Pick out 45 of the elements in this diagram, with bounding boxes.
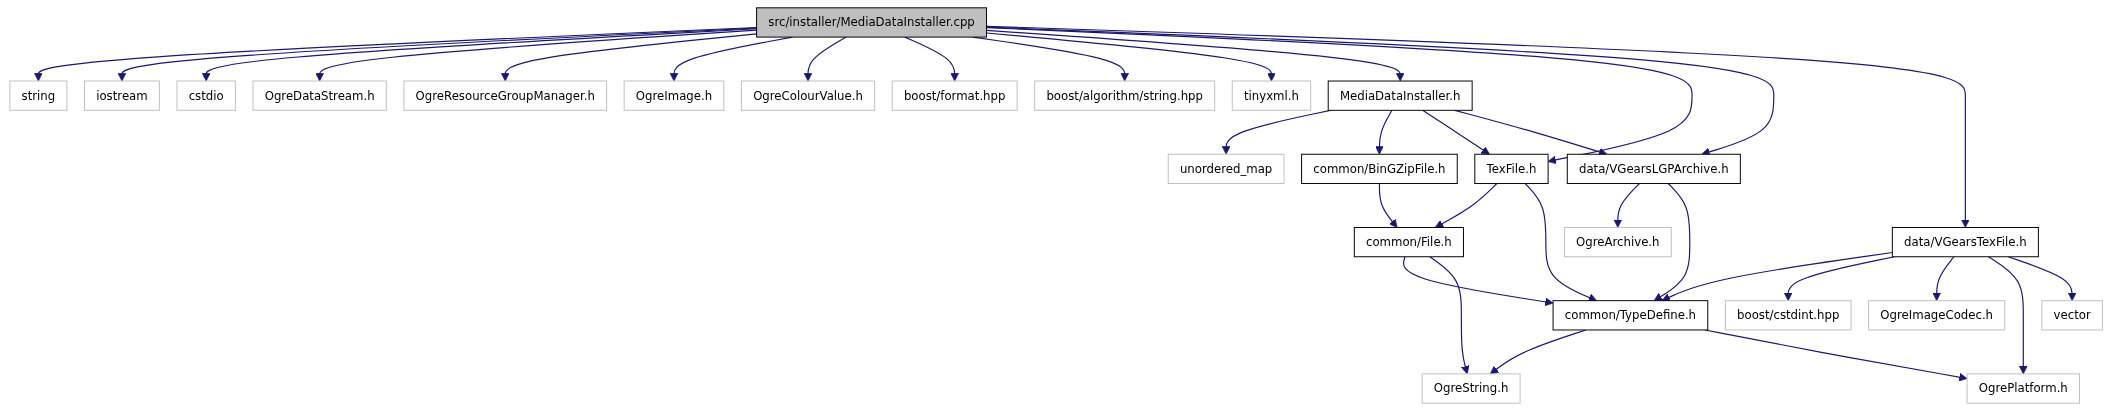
arrow	[986, 29, 1405, 82]
arrow	[501, 33, 758, 82]
arrow	[315, 29, 758, 82]
node-box: src/installer/MediaDataInstaller.cpp	[756, 7, 988, 38]
arrow	[986, 32, 1277, 82]
node-box: OgreString.h	[1422, 373, 1521, 404]
node-box: data/VGearsLGPArchive.h	[1567, 153, 1742, 184]
arrow	[1661, 251, 1894, 302]
arrow	[1654, 182, 1691, 302]
node-box: tinyxml.h	[1232, 80, 1312, 111]
node-box: common/File.h	[1354, 226, 1465, 258]
arrow	[1379, 182, 1398, 228]
node-box: boost/algorithm/string.hpp	[1034, 80, 1216, 111]
node-box: common/BinGZipFile.h	[1301, 153, 1459, 184]
arrow	[1525, 182, 1598, 302]
node-box: OgrePlatform.h	[1966, 373, 2081, 404]
node-box: unordered_map	[1168, 153, 1285, 184]
node-box: string	[9, 80, 68, 111]
node-box: OgreResourceGroupManager.h	[403, 80, 608, 111]
node-box: OgreArchive.h	[1564, 226, 1673, 258]
arrow	[904, 36, 960, 82]
node-box: OgreImage.h	[624, 80, 725, 111]
node-box: TexFile.h	[1474, 153, 1549, 184]
arrow	[1932, 256, 1955, 302]
arrow	[1375, 109, 1393, 155]
arrow	[1988, 256, 2028, 375]
arrow	[1403, 256, 1554, 307]
arrow	[986, 25, 1970, 228]
node-box: cstdio	[176, 80, 237, 111]
arrow	[986, 27, 1693, 165]
node-box: common/TypeDefine.h	[1552, 300, 1709, 331]
arrow	[1429, 256, 1470, 375]
node-box: OgreColourValue.h	[741, 80, 876, 111]
node-box: vector	[2041, 300, 2104, 331]
node-box: OgreDataStream.h	[252, 80, 388, 111]
node-box: iostream	[84, 80, 161, 111]
arrow	[2007, 256, 2077, 302]
arrow	[1435, 182, 1498, 228]
node-box: data/VGearsTexFile.h	[1892, 226, 2040, 258]
node-box: MediaDataInstaller.h	[1328, 80, 1473, 111]
arrow	[1422, 109, 1491, 155]
node-box: boost/format.hpp	[892, 80, 1018, 111]
arrow	[1613, 182, 1641, 228]
node-box: OgreImageCodec.h	[1868, 300, 2006, 331]
node-box: boost/cstdint.hpp	[1725, 300, 1852, 331]
